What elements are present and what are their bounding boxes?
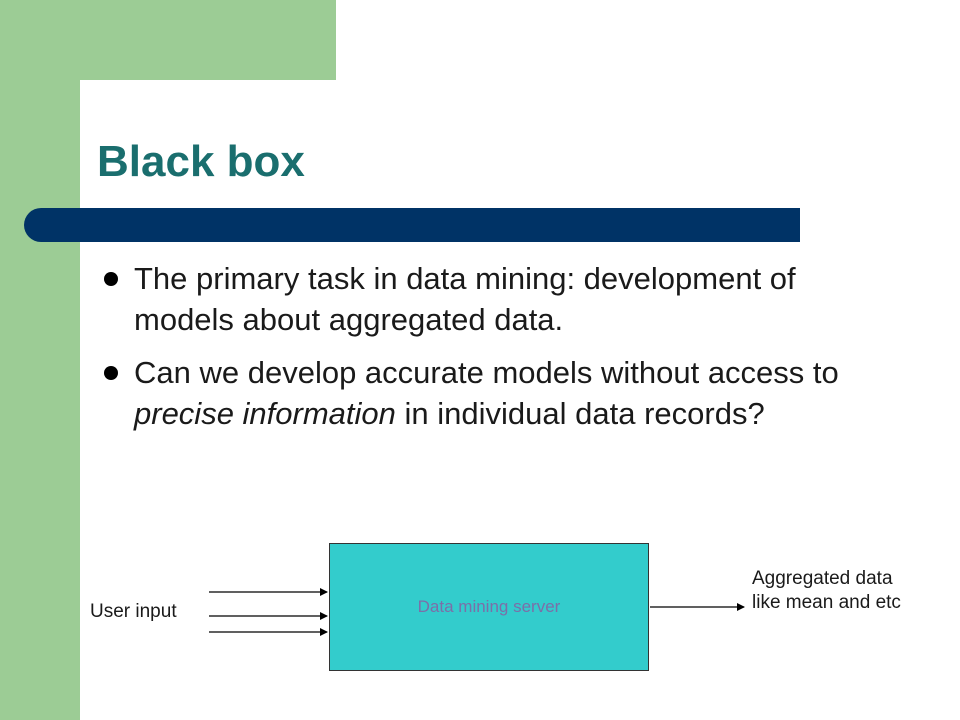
data-mining-server-box: Data mining server (329, 543, 649, 671)
slide-title: Black box (97, 137, 305, 186)
bullet-text: The primary task in data mining: develop… (134, 261, 796, 337)
bullet-item: Can we develop accurate models without a… (104, 352, 864, 434)
user-input-label: User input (90, 601, 177, 622)
bullet-item: The primary task in data mining: develop… (104, 258, 864, 340)
server-label: Data mining server (417, 597, 561, 616)
aggregated-output-label: Aggregated data like mean and etc (752, 568, 901, 613)
bullet-list: The primary task in data mining: develop… (104, 258, 864, 446)
title-underline-bar (24, 208, 800, 242)
left-accent-band (0, 0, 80, 720)
bullet-dot-icon (104, 366, 118, 380)
bullet-text-emphasis: precise information (134, 396, 396, 431)
bullet-dot-icon (104, 272, 118, 286)
top-accent-band (0, 0, 336, 80)
bullet-text-start: Can we develop accurate models without a… (134, 355, 839, 390)
bullet-text-end: in individual data records? (395, 396, 765, 431)
